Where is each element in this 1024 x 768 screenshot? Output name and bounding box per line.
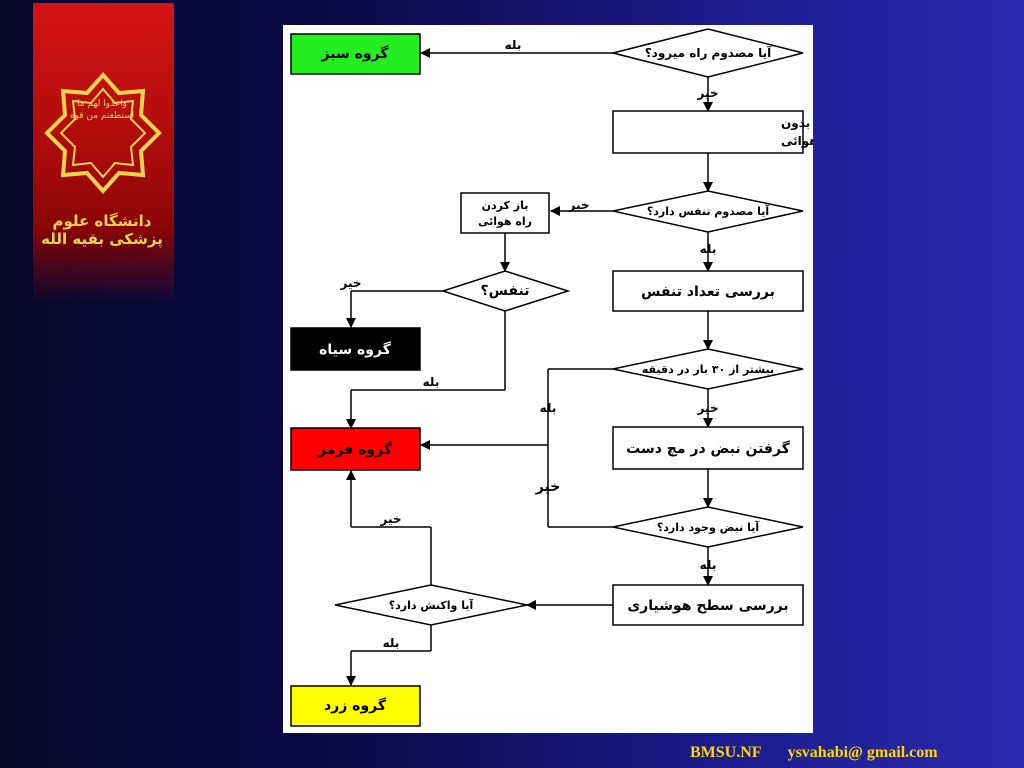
decision-breathing-text: آیا مصدوم تنفس دارد؟ <box>647 204 770 218</box>
connectors <box>346 48 713 686</box>
decision-walk-text: آیا مصدوم راه میرود؟ <box>645 45 772 61</box>
edge-yes-4: بله <box>540 401 557 415</box>
decision-breathing <box>612 190 804 233</box>
decision-breathing2-text: تنفس؟ <box>481 283 530 299</box>
decision-response-text: آیا واکنش دارد؟ <box>389 598 474 612</box>
university-name: دانشگاه علوم پزشکی بقیه الله <box>41 212 163 248</box>
decision-breathing-after-airway <box>440 270 571 312</box>
black-label: گروه سیاه <box>319 341 392 358</box>
open-airway-text-1: باز کردن <box>482 199 529 212</box>
flowchart: آیا مصدوم راه میرود؟ گروه سبز بله خیر بر… <box>290 28 813 727</box>
red-label: گروه قرمز <box>317 441 393 458</box>
process-consciousness <box>612 584 804 626</box>
edge-no-6: خیر <box>379 512 401 526</box>
green-label: گروه سبز <box>321 45 390 62</box>
edge-no-1: خیر <box>696 86 718 100</box>
process-check-breathing <box>612 110 804 154</box>
decision-pulse-text: آیا نبض وجود دارد؟ <box>657 520 759 534</box>
check-breathing-text-1: بررسی تنفس مصدوم بدون <box>781 116 813 131</box>
logo-panel <box>33 3 174 303</box>
edge-no-3: خیر <box>339 276 361 290</box>
decision-walk <box>612 28 804 78</box>
edge-no-5: خیر <box>535 479 561 495</box>
group-black <box>290 327 421 371</box>
consciousness-text: بررسی سطح هوشیاری <box>627 598 788 614</box>
footer: BMSU.NF ysvahabi@ gmail.com <box>690 744 938 762</box>
process-radial-pulse <box>612 426 804 470</box>
open-airway-text-2: راه هوائی <box>478 215 532 228</box>
edge-no-2: خیر <box>567 198 589 212</box>
edge-no-4: خیر <box>696 401 718 415</box>
group-green <box>290 33 421 75</box>
check-rate-text: بررسی تعداد تنفس <box>641 284 775 300</box>
pulse-text: گرفتن نبض در مچ دست <box>626 440 791 457</box>
logo-motto: واعدوا لهم ما استطعتم من قوه <box>69 99 135 121</box>
decision-rate-text: بیشتر از ۳۰ بار در دقیقه <box>642 363 774 376</box>
decision-response <box>334 584 528 626</box>
logo-emblem-icon <box>44 71 162 195</box>
process-open-airway <box>460 192 550 234</box>
footer-left: BMSU.NF <box>690 744 762 761</box>
flowchart-area: آیا مصدوم راه میرود؟ گروه سبز بله خیر بر… <box>283 25 813 733</box>
process-check-rate <box>612 270 804 312</box>
decision-pulse <box>612 506 804 548</box>
edge-yes-2: بله <box>700 242 717 256</box>
footer-email: ysvahabi@ gmail.com <box>787 744 938 761</box>
group-yellow <box>290 685 421 727</box>
group-red <box>290 427 421 471</box>
edge-yes-5: بله <box>700 558 717 572</box>
decision-respiratory-rate <box>612 348 804 390</box>
yellow-label: گروه زرد <box>324 697 387 714</box>
check-breathing-text-2: باز کردن راه هوائی <box>781 134 813 149</box>
edge-yes-1: بله <box>505 38 522 52</box>
edge-yes-3: بله <box>423 375 440 389</box>
edge-yes-6: بله <box>383 636 400 650</box>
